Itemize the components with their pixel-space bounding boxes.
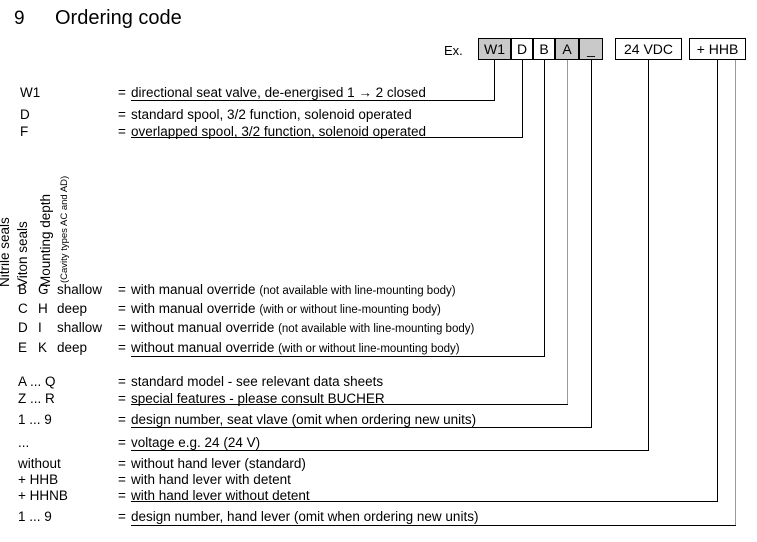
row-equals: = <box>118 488 126 503</box>
row-description: standard spool, 3/2 function, solenoid o… <box>131 107 412 122</box>
connector-design-lever-h <box>131 525 736 526</box>
row-description: without hand lever (standard) <box>131 456 306 471</box>
row-depth: deep <box>57 301 88 316</box>
row-code: + HHB <box>18 472 59 487</box>
row-equals: = <box>118 85 126 100</box>
connector-seals-v <box>544 60 545 356</box>
page-title: Ordering code <box>55 7 182 29</box>
connector-spool-v <box>522 60 523 137</box>
row-equals: = <box>118 435 126 450</box>
connector-voltage-v <box>648 60 649 450</box>
row-code: without <box>18 456 61 471</box>
row-code-alt: I <box>38 320 42 335</box>
row-equals: = <box>118 456 126 471</box>
connector-valve-type-h <box>131 100 495 101</box>
row-description: directional seat valve, de-energised 1 →… <box>131 85 426 100</box>
row-code-alt: G <box>38 282 49 297</box>
row-code-alt: K <box>38 340 48 355</box>
vertical-label-cavity-types: (Cavity types AC and AD) <box>59 175 70 283</box>
row-description: standard model - see relevant data sheet… <box>131 374 384 389</box>
example-label: Ex. <box>444 43 463 58</box>
row-equals: = <box>118 374 126 389</box>
connector-valve-type-v <box>494 60 495 100</box>
vertical-label-nitrile-seals: Nitrile seals <box>0 217 12 287</box>
row-code: B <box>18 282 28 297</box>
row-note: (not available with line-mounting body) <box>278 323 475 335</box>
row-description: with hand lever with detent <box>131 472 291 487</box>
row-equals: = <box>118 340 126 355</box>
connector-model-h <box>131 404 568 405</box>
row-note: (with or without line-mounting body) <box>278 343 460 355</box>
row-equals: = <box>118 320 126 335</box>
code-box-hand-lever[interactable]: + HHB <box>689 38 746 60</box>
row-equals: = <box>118 509 126 524</box>
code-box-voltage[interactable]: 24 VDC <box>615 38 682 60</box>
row-description: design number, hand lever (omit when ord… <box>131 509 479 524</box>
row-equals: = <box>118 282 126 297</box>
row-description: with hand lever without detent <box>131 488 310 503</box>
code-box-design-valve[interactable]: _ <box>579 38 603 60</box>
row-description: overlapped spool, 3/2 function, solenoid… <box>131 124 426 139</box>
row-code: ... <box>18 435 30 450</box>
vertical-label-viton-seals: Viton seals <box>15 221 30 287</box>
row-equals: = <box>118 107 126 122</box>
connector-seals-h <box>131 356 545 357</box>
row-code: + HHNB <box>18 488 68 503</box>
row-description: voltage e.g. 24 (24 V) <box>131 435 261 450</box>
connector-hand-lever-h <box>131 501 718 502</box>
code-box-spool[interactable]: D <box>511 38 533 60</box>
row-code: 1 ... 9 <box>18 412 52 427</box>
connector-model-v <box>567 60 568 404</box>
row-code: D <box>18 320 28 335</box>
row-code: Z ... R <box>18 391 55 406</box>
row-code: E <box>18 340 28 355</box>
row-equals: = <box>118 472 126 487</box>
row-description: design number, seat vlave (omit when ord… <box>131 412 477 427</box>
row-description: special features - please consult BUCHER <box>131 391 385 406</box>
row-code: W1 <box>20 85 41 100</box>
row-equals: = <box>118 412 126 427</box>
row-depth: shallow <box>57 320 103 335</box>
connector-hand-lever-v <box>717 60 718 501</box>
row-code: 1 ... 9 <box>18 509 52 524</box>
row-description: without manual override <box>131 340 279 355</box>
row-equals: = <box>118 124 126 139</box>
connector-design-valve-h <box>131 427 592 428</box>
row-code: A ... Q <box>18 374 56 389</box>
row-depth: deep <box>57 340 88 355</box>
section-number: 9 <box>14 8 25 29</box>
connector-design-lever-v <box>735 60 736 525</box>
row-code-alt: H <box>38 301 48 316</box>
row-code: C <box>18 301 28 316</box>
vertical-label-mounting-depth: Mounting depth <box>38 193 53 287</box>
row-note: (not available with line-mounting body) <box>259 285 456 297</box>
row-description: with manual override <box>131 282 260 297</box>
code-box-model[interactable]: A <box>555 38 579 60</box>
row-depth: shallow <box>57 282 103 297</box>
connector-voltage-h <box>131 450 649 451</box>
row-description: without manual override <box>131 320 279 335</box>
row-code: D <box>20 107 30 122</box>
code-box-seals[interactable]: B <box>533 38 555 60</box>
connector-spool-h <box>131 137 523 138</box>
row-equals: = <box>118 301 126 316</box>
row-description: with manual override <box>131 301 260 316</box>
row-note: (with or without line-mounting body) <box>259 304 441 316</box>
row-equals: = <box>118 391 126 406</box>
code-box-valve-type[interactable]: W1 <box>478 38 511 60</box>
connector-design-valve-v <box>591 60 592 427</box>
row-code: F <box>20 124 29 139</box>
